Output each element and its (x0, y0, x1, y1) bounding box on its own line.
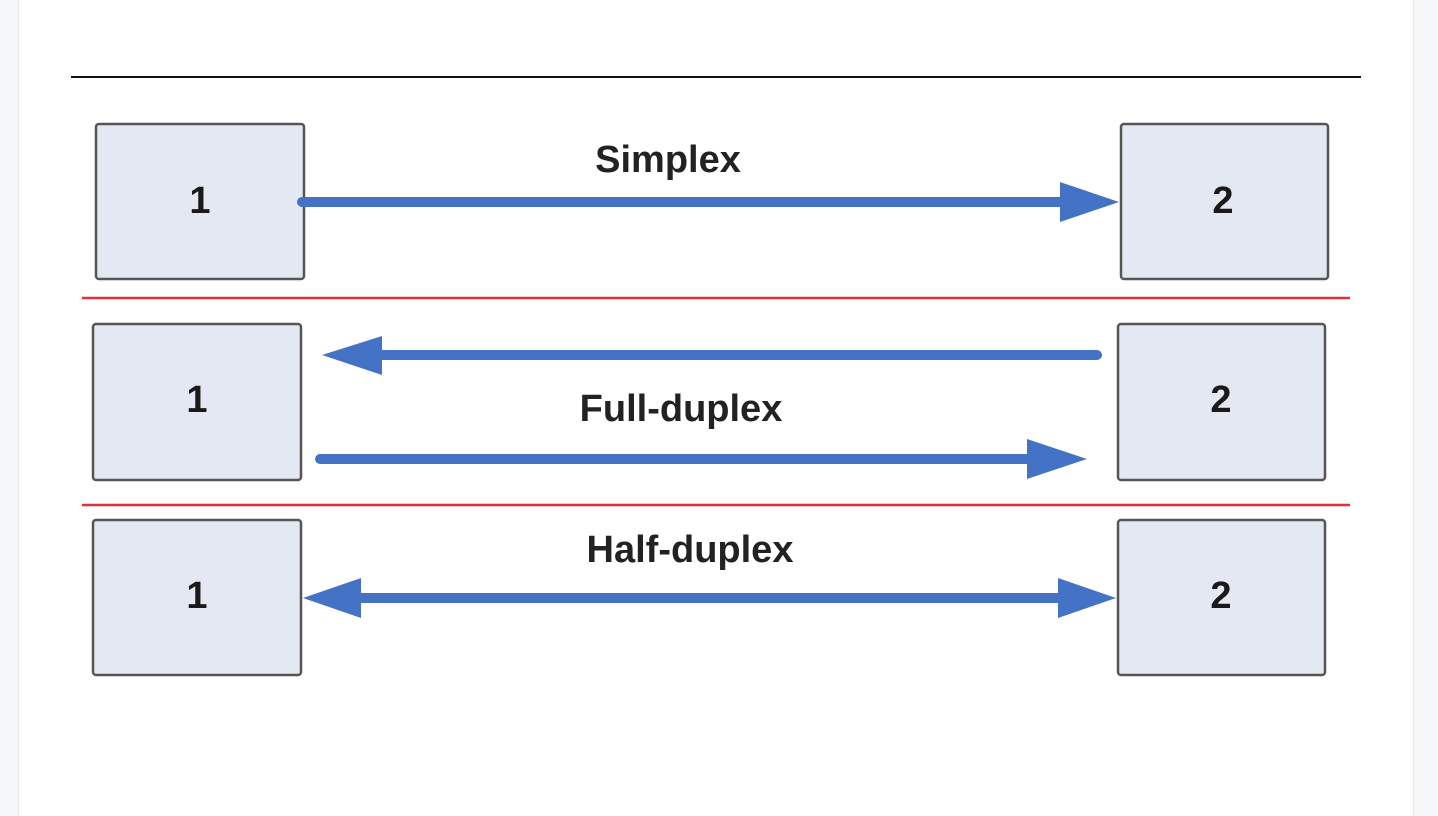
half-duplex-node-1-label: 1 (186, 575, 207, 617)
full-duplex-node-1-label: 1 (186, 379, 207, 421)
simplex-node-1-label: 1 (189, 180, 210, 222)
full-duplex-row: 1 2 Full-duplex (91, 322, 1327, 482)
full-duplex-node-1-box (91, 322, 303, 482)
half-duplex-arrow-head-left (303, 578, 361, 618)
simplex-node-2-label: 2 (1212, 180, 1233, 222)
half-duplex-arrow-head-right (1058, 578, 1116, 618)
simplex-row: 1 2 Simplex (94, 122, 1330, 281)
full-duplex-label: Full-duplex (580, 388, 783, 430)
half-duplex-node-2-label: 2 (1210, 575, 1231, 617)
half-duplex-label: Half-duplex (587, 529, 794, 571)
top-rule (71, 76, 1361, 78)
full-duplex-top-arrow-head-left (322, 336, 382, 375)
simplex-arrow-head-right (1060, 182, 1119, 222)
half-duplex-row: 1 2 Half-duplex (91, 518, 1327, 677)
full-duplex-node-2-label: 2 (1210, 379, 1231, 421)
full-duplex-node-2-box (1116, 322, 1327, 482)
half-duplex-node-2-box (1116, 518, 1327, 677)
simplex-node-2-box (1119, 122, 1330, 281)
half-duplex-node-1-box (91, 518, 303, 677)
simplex-label: Simplex (595, 139, 741, 181)
full-duplex-bottom-arrow-head-right (1027, 439, 1087, 479)
